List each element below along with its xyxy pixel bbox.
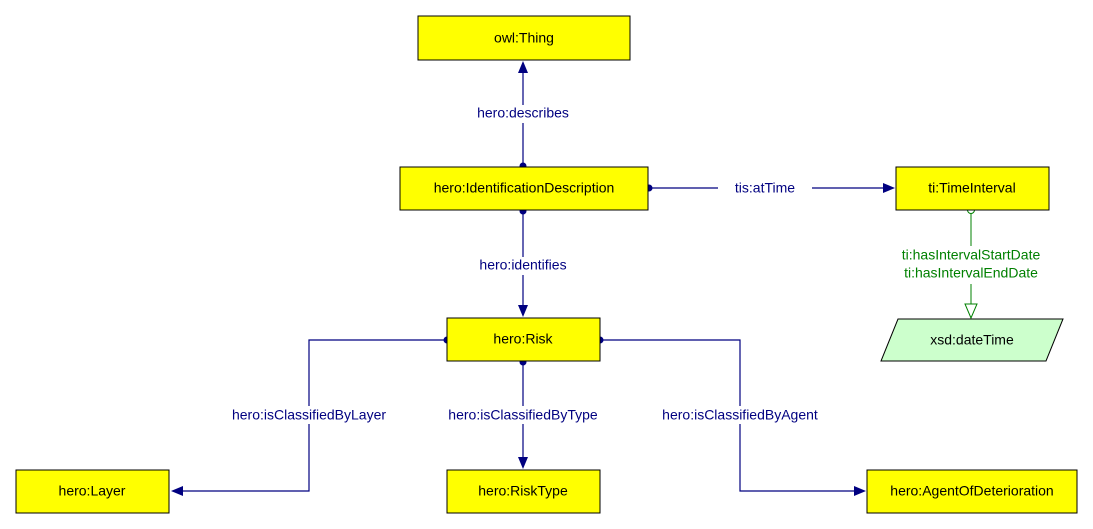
edge-label-interval-start: ti:hasIntervalStartDate: [902, 247, 1041, 263]
node-label: ti:TimeInterval: [928, 180, 1015, 196]
node-label: hero:IdentificationDescription: [434, 180, 615, 196]
edge-at-time: tis:atTime: [645, 179, 895, 197]
node-owl-thing[interactable]: owl:Thing: [417, 15, 631, 61]
node-label: owl:Thing: [494, 30, 554, 46]
node-label: hero:Layer: [59, 483, 126, 499]
edge-label-at-time: tis:atTime: [735, 180, 795, 196]
arrowhead: [518, 61, 528, 73]
node-label: hero:RiskType: [478, 483, 568, 499]
node-risk[interactable]: hero:Risk: [446, 317, 601, 362]
node-identification-description[interactable]: hero:IdentificationDescription: [399, 166, 649, 211]
node-agent-of-deterioration[interactable]: hero:AgentOfDeterioration: [866, 469, 1078, 514]
edge-label-classified-by-agent: hero:isClassifiedByAgent: [662, 407, 818, 423]
edge-label-classified-by-type: hero:isClassifiedByType: [448, 407, 598, 423]
edge-describes: hero:describes: [466, 61, 580, 170]
edge-label-classified-by-layer: hero:isClassifiedByLayer: [232, 407, 386, 423]
edge-identifies: hero:identifies: [470, 207, 576, 317]
arrowhead: [518, 305, 528, 317]
edge-classified-by-type: hero:isClassifiedByType: [432, 358, 614, 469]
node-risk-type[interactable]: hero:RiskType: [446, 469, 601, 514]
node-date-time[interactable]: xsd:dateTime: [880, 318, 1064, 362]
edge-interval-dates: ti:hasIntervalStartDate ti:hasIntervalEn…: [888, 206, 1054, 320]
node-layer[interactable]: hero:Layer: [15, 469, 170, 514]
arrowhead: [883, 183, 895, 193]
edge-label-identifies: hero:identifies: [479, 257, 566, 273]
open-arrowhead: [964, 303, 978, 320]
edge-classified-by-layer: hero:isClassifiedByLayer: [171, 336, 451, 496]
node-label: hero:Risk: [493, 331, 553, 347]
arrowhead: [518, 457, 528, 469]
edge-label-interval-end: ti:hasIntervalEndDate: [904, 265, 1038, 281]
node-label: hero:AgentOfDeterioration: [890, 483, 1053, 499]
arrowhead: [854, 486, 866, 496]
edge-classified-by-agent: hero:isClassifiedByAgent: [596, 336, 866, 496]
arrowhead: [171, 486, 183, 496]
edge-label-describes: hero:describes: [477, 105, 569, 121]
node-label: xsd:dateTime: [930, 332, 1014, 348]
node-time-interval[interactable]: ti:TimeInterval: [895, 166, 1050, 211]
